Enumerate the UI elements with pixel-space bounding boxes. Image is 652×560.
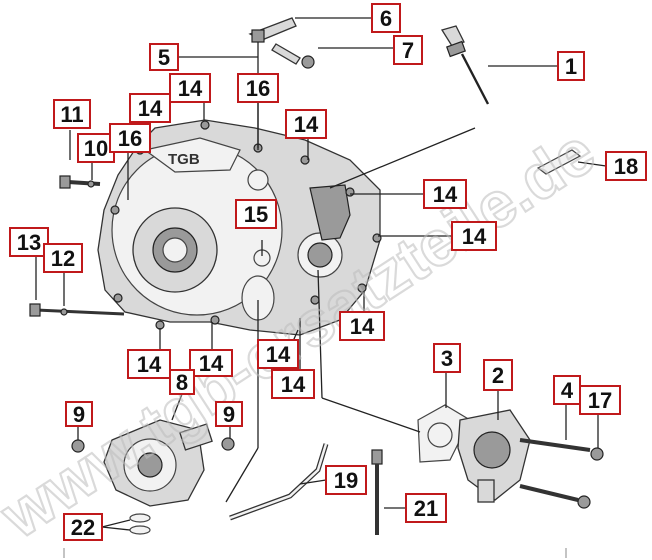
leader-lines xyxy=(35,17,607,531)
svg-text:21: 21 xyxy=(414,496,438,521)
svg-text:1: 1 xyxy=(565,54,577,79)
callout-3: 3 xyxy=(433,343,461,373)
screws-left xyxy=(29,175,125,317)
callout-14: 14 xyxy=(189,349,233,377)
callout-16: 16 xyxy=(109,123,151,153)
callout-7: 7 xyxy=(393,35,423,65)
svg-text:14: 14 xyxy=(137,352,162,377)
callout-14: 14 xyxy=(423,179,467,209)
svg-text:9: 9 xyxy=(73,402,85,427)
svg-text:15: 15 xyxy=(244,202,268,227)
svg-text:9: 9 xyxy=(223,402,235,427)
callout-8: 8 xyxy=(169,369,195,395)
dipstick xyxy=(440,25,490,105)
callout-12: 12 xyxy=(43,243,83,273)
callout-18: 18 xyxy=(605,151,647,181)
callout-5: 5 xyxy=(149,43,179,71)
svg-text:4: 4 xyxy=(561,378,574,403)
svg-text:7: 7 xyxy=(402,38,414,63)
svg-text:16: 16 xyxy=(118,126,142,151)
svg-text:14: 14 xyxy=(178,76,203,101)
callout-16: 16 xyxy=(237,73,279,103)
svg-text:16: 16 xyxy=(246,76,270,101)
callout-1: 1 xyxy=(557,51,585,81)
callout-19: 19 xyxy=(325,465,367,495)
svg-text:3: 3 xyxy=(441,346,453,371)
callout-21: 21 xyxy=(405,493,447,523)
callout-4: 4 xyxy=(553,375,581,405)
callout-9: 9 xyxy=(65,401,93,427)
callout-11: 11 xyxy=(53,99,91,129)
cable-tie xyxy=(371,449,383,535)
callout-9: 9 xyxy=(215,401,243,427)
thermostat-assembly xyxy=(417,404,604,509)
svg-text:14: 14 xyxy=(350,314,375,339)
svg-text:14: 14 xyxy=(433,182,458,207)
callout-14: 14 xyxy=(257,339,299,369)
callout-2: 2 xyxy=(483,359,513,391)
callout-13: 13 xyxy=(9,227,49,257)
hose xyxy=(229,443,329,521)
callout-14: 14 xyxy=(129,93,171,123)
svg-text:14: 14 xyxy=(294,112,319,137)
svg-text:2: 2 xyxy=(492,363,504,388)
svg-text:6: 6 xyxy=(380,6,392,31)
callout-15: 15 xyxy=(235,199,277,229)
callout-22: 22 xyxy=(63,513,103,541)
callout-10: 10 xyxy=(77,133,115,163)
svg-text:17: 17 xyxy=(588,388,612,413)
svg-text:10: 10 xyxy=(84,136,108,161)
svg-text:14: 14 xyxy=(281,372,306,397)
svg-text:12: 12 xyxy=(51,246,75,271)
svg-text:11: 11 xyxy=(60,102,83,127)
water-pump xyxy=(71,419,235,535)
svg-text:18: 18 xyxy=(614,154,638,179)
svg-text:13: 13 xyxy=(17,230,41,255)
callout-14: 14 xyxy=(285,109,327,139)
svg-text:8: 8 xyxy=(176,370,188,395)
callout-14: 14 xyxy=(169,73,211,103)
svg-text:14: 14 xyxy=(462,224,487,249)
svg-text:14: 14 xyxy=(266,342,291,367)
callout-14: 14 xyxy=(339,311,385,341)
cover-logo: TGB xyxy=(168,151,200,168)
callout-6: 6 xyxy=(371,3,401,33)
svg-text:22: 22 xyxy=(71,515,95,540)
svg-text:14: 14 xyxy=(138,96,163,121)
callout-17: 17 xyxy=(579,385,621,415)
svg-text:5: 5 xyxy=(158,45,170,70)
callout-14: 14 xyxy=(451,221,497,251)
svg-text:14: 14 xyxy=(199,351,224,376)
callout-14: 14 xyxy=(271,369,315,399)
clip xyxy=(536,149,582,175)
callout-14: 14 xyxy=(127,349,171,379)
svg-text:19: 19 xyxy=(334,468,358,493)
